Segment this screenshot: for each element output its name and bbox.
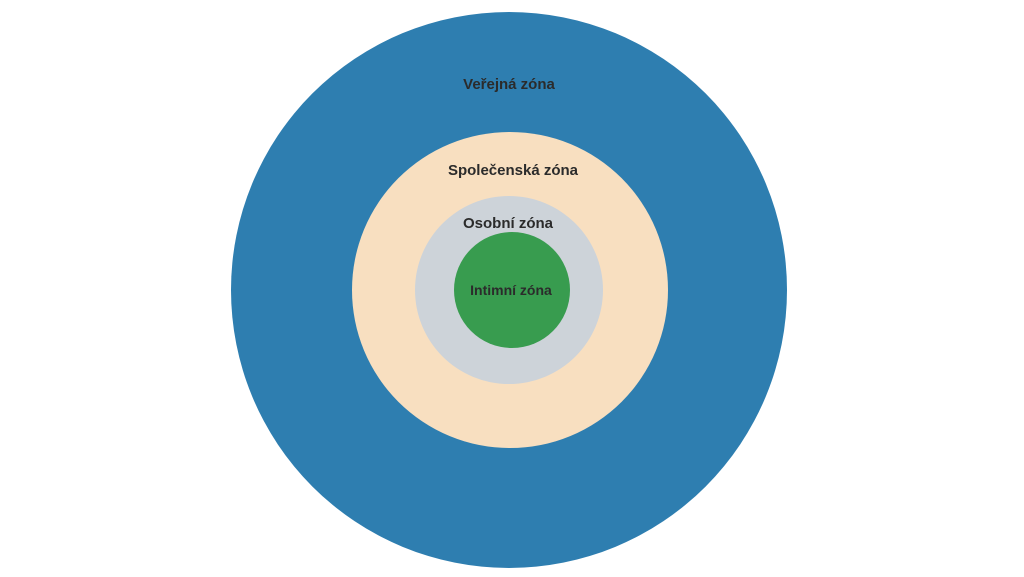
social-zone-label: Společenská zóna: [447, 162, 579, 179]
personal-zone-label: Osobní zóna: [463, 215, 553, 232]
public-zone-label: Veřejná zóna: [463, 76, 555, 93]
intimate-zone-circle: [454, 232, 570, 348]
intimate-zone-label: Intimní zóna: [470, 282, 552, 298]
